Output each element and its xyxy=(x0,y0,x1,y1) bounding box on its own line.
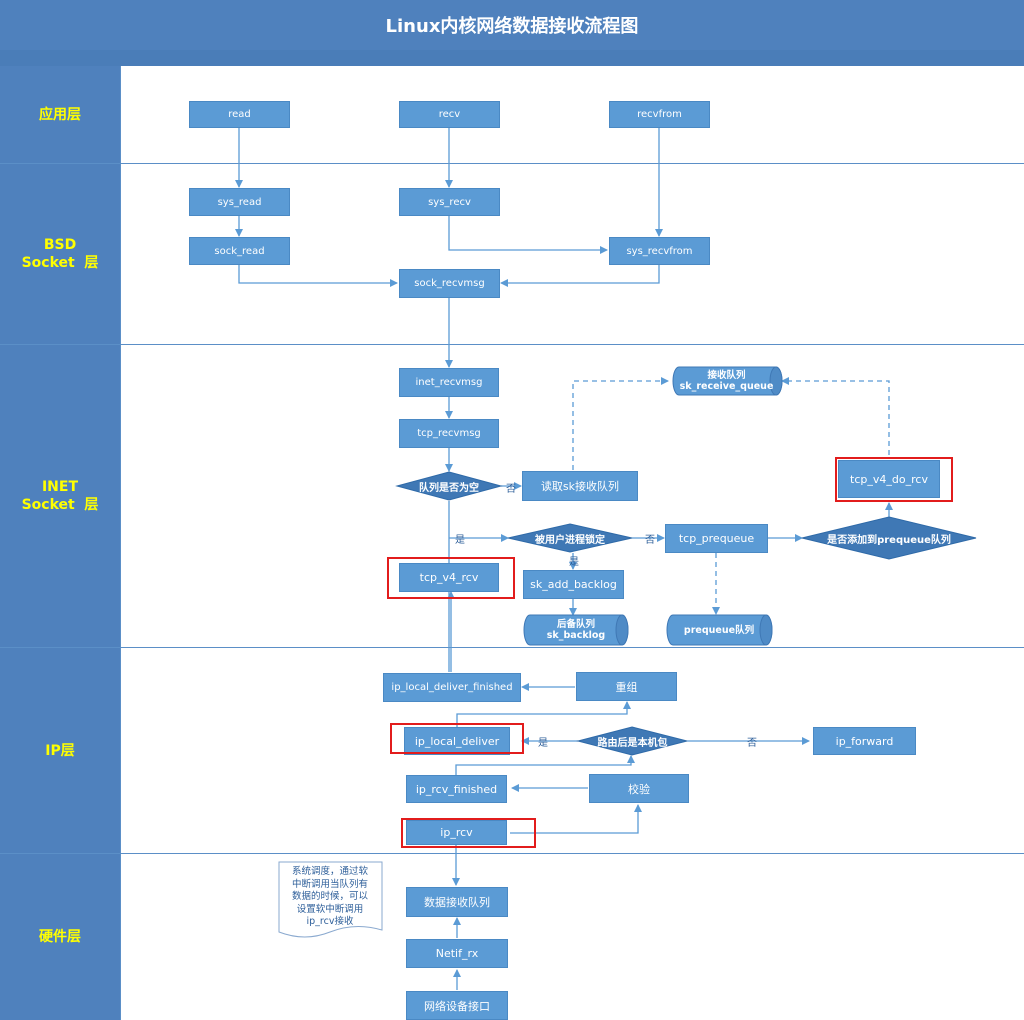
node-sk-add-backlog: sk_add_backlog xyxy=(523,570,624,599)
node-tcp-v4-rcv: tcp_v4_rcv xyxy=(399,563,499,592)
edge-sysrecv-sysrecvfrom xyxy=(448,216,608,254)
edge-label-no: 否 xyxy=(645,535,655,546)
edge-label-yes: 是 xyxy=(569,557,579,568)
edge-label-yes: 是 xyxy=(538,738,548,749)
note-shape xyxy=(278,861,383,938)
prequeue-cylinder-end xyxy=(759,614,773,646)
page-title: Linux内核网络数据接收流程图 xyxy=(0,0,1024,50)
node-recvfrom: recvfrom xyxy=(609,101,710,128)
edge-rcvfinished-islocal xyxy=(455,755,635,775)
backlog-cylinder-end xyxy=(615,614,629,646)
lane-hardware: 硬件层 xyxy=(0,854,120,1020)
label-user-locked: 被用户进程锁定 xyxy=(535,534,605,546)
node-ip-local-deliver: ip_local_deliver xyxy=(404,727,510,755)
lane-app: 应用层 xyxy=(0,66,120,163)
node-ip-local-deliver-finished: ip_local_deliver_finished xyxy=(383,673,521,702)
edge-sockread-sockrecvmsg xyxy=(238,265,398,287)
lane-divider xyxy=(0,853,1024,854)
lane-divider xyxy=(0,344,1024,345)
node-sock-read: sock_read xyxy=(189,237,290,265)
node-sys-recv: sys_recv xyxy=(399,188,500,216)
edge-label-yes: 是 xyxy=(455,535,465,546)
edge-sysrecvfrom-sockrecvmsg xyxy=(500,265,660,287)
edge-label-no: 否 xyxy=(506,484,516,495)
lane-divider xyxy=(0,163,1024,164)
node-read: read xyxy=(189,101,290,128)
node-recv: recv xyxy=(399,101,500,128)
node-read-sk-queue: 读取sk接收队列 xyxy=(522,471,638,501)
edge-iprcv-checksum xyxy=(510,804,642,834)
lane-divider xyxy=(0,647,1024,648)
user-locked-diamond xyxy=(507,523,633,553)
title-underbar xyxy=(0,50,1024,66)
node-tcp-prequeue: tcp_prequeue xyxy=(665,524,768,553)
highlight-ip-local-deliver xyxy=(390,723,524,754)
node-tcp-recvmsg: tcp_recvmsg xyxy=(399,419,499,448)
node-sock-recvmsg: sock_recvmsg xyxy=(399,269,500,298)
is-local-diamond xyxy=(576,726,688,756)
node-inet-recvmsg: inet_recvmsg xyxy=(399,368,499,397)
label-prequeue-queue: prequeue队列 xyxy=(683,624,755,636)
lane-border xyxy=(120,66,121,1020)
node-net-device: 网络设备接口 xyxy=(406,991,508,1020)
highlight-ip-rcv xyxy=(401,818,536,848)
lane-ip: IP层 xyxy=(0,648,120,853)
lane-inet-socket: INET Socket 层 xyxy=(0,345,120,647)
edge-deliver-reassemble xyxy=(456,701,631,727)
label-is-local: 路由后是本机包 xyxy=(597,737,668,749)
node-ip-rcv: ip_rcv xyxy=(406,820,507,845)
node-ip-rcv-finished: ip_rcv_finished xyxy=(406,775,507,803)
node-sys-read: sys_read xyxy=(189,188,290,216)
add-prequeue-diamond xyxy=(801,516,977,560)
label-queue-empty: 队列是否为空 xyxy=(419,482,479,494)
queue-empty-diamond xyxy=(395,471,503,501)
note-softirq: 系统调度，通过软 中断调用当队列有 数据的时候，可以 设置软中断调用 ip_rc… xyxy=(291,866,368,927)
node-checksum: 校验 xyxy=(589,774,689,803)
label-receive-queue: 接收队列 sk_receive_queue xyxy=(679,370,774,392)
highlight-tcp-v4-rcv xyxy=(387,557,515,599)
node-rx-queue: 数据接收队列 xyxy=(406,887,508,917)
edge-readsk-receivequeue xyxy=(572,377,669,470)
node-tcp-v4-do-rcv: tcp_v4_do_rcv xyxy=(838,460,940,498)
node-ip-forward: ip_forward xyxy=(813,727,916,755)
edge-dorcv-receivequeue xyxy=(781,377,890,455)
edge-label-no: 否 xyxy=(747,738,757,749)
node-netif-rx: Netif_rx xyxy=(406,939,508,968)
label-backlog-queue: 后备队列 sk_backlog xyxy=(546,619,606,641)
lane-bsd-socket: BSD Socket 层 xyxy=(0,164,120,344)
label-add-prequeue: 是否添加到prequeue队列 xyxy=(827,534,951,546)
highlight-tcp-v4-do-rcv xyxy=(835,457,953,502)
node-reassemble: 重组 xyxy=(576,672,677,701)
receive-queue-cylinder-end xyxy=(769,366,783,396)
node-sys-recvfrom: sys_recvfrom xyxy=(609,237,710,265)
